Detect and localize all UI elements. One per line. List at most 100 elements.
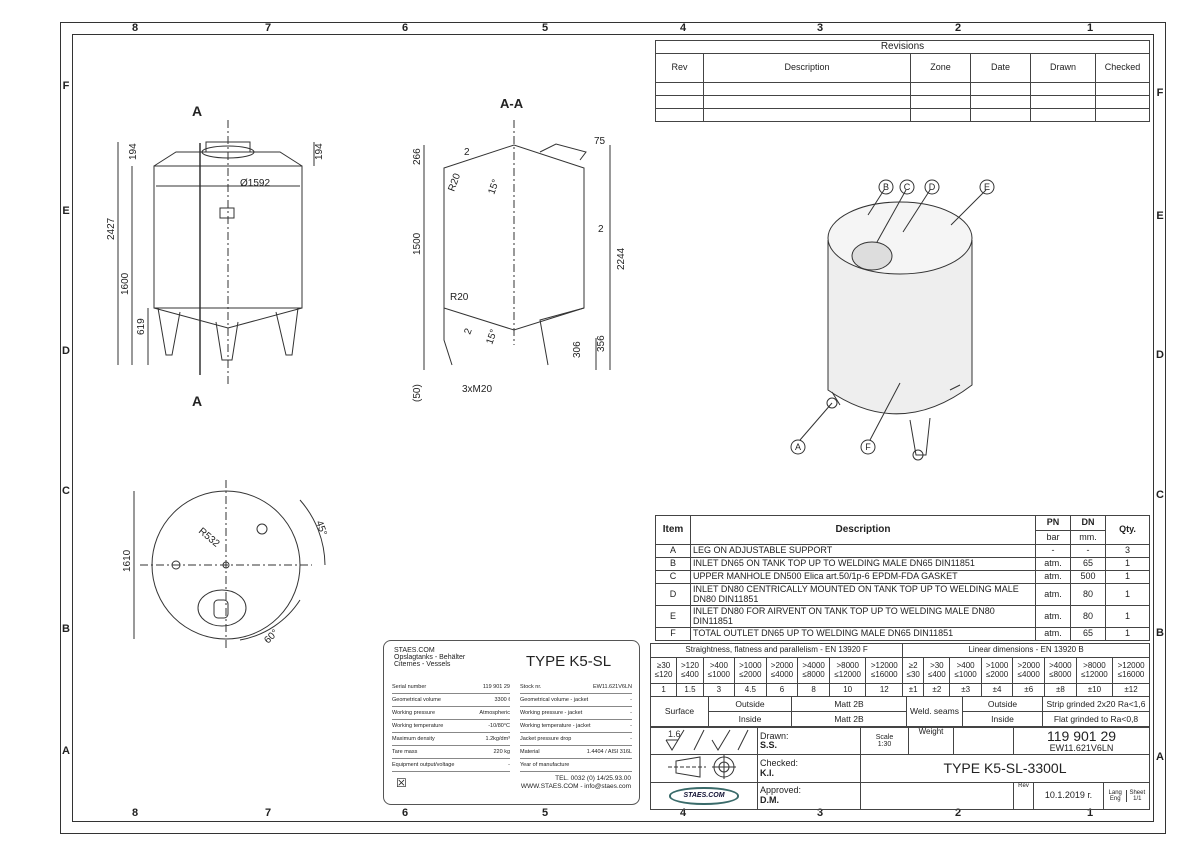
- dim: 45°: [313, 519, 329, 537]
- tolerance-value: ±8: [1044, 683, 1077, 697]
- tolerance-value: ±12: [1112, 683, 1150, 697]
- tolerance-range: >30≤400: [923, 657, 951, 684]
- callout-f: F: [865, 442, 871, 452]
- revisions-table: Revisions Rev Description Zone Date Draw…: [655, 40, 1150, 122]
- zone-row: B: [62, 623, 70, 635]
- tolerance-value: ±4: [980, 683, 1014, 697]
- top-view: [133, 480, 326, 650]
- tolerance-range: ≥2≤30: [902, 657, 925, 684]
- zone-col: 2: [954, 807, 962, 819]
- dim: 2: [462, 327, 474, 336]
- nameplate-field: Stock nr.EW11.621V6LN: [520, 681, 632, 694]
- dim: 266: [412, 148, 423, 165]
- dim: R532: [196, 526, 222, 550]
- nameplate-field: Geometrical volume - jacket-: [520, 694, 632, 707]
- dim: 194: [314, 143, 325, 160]
- nameplate-field: Working pressure - jacket-: [520, 707, 632, 720]
- dim: 15°: [484, 328, 500, 346]
- zone-row: E: [62, 205, 70, 217]
- nameplate-field: Year of manufacture: [520, 759, 632, 772]
- nameplate-field: Equipment output/voltage-: [392, 759, 510, 772]
- zone-col: 4: [679, 807, 687, 819]
- nameplate-type: TYPE K5-SL: [526, 653, 612, 670]
- callout-d: D: [929, 182, 936, 192]
- ce-icon: ☒: [396, 776, 407, 790]
- zone-col: 4: [679, 22, 687, 34]
- nameplate-field: Working temperature - jacket-: [520, 720, 632, 733]
- nameplate-field: Working temperature-10/80°C: [392, 720, 510, 733]
- dn-unit: mm.: [1070, 530, 1106, 545]
- drawing-frame: [60, 22, 1166, 834]
- dim: 194: [128, 143, 139, 160]
- nameplate-field: Jacket pressure drop-: [520, 733, 632, 746]
- zone-row: F: [62, 80, 70, 92]
- dim: 15°: [486, 178, 502, 196]
- tolerance-value: 3: [702, 683, 736, 697]
- callout-c: C: [904, 182, 911, 192]
- dim: 1610: [122, 549, 133, 572]
- section-mark-bottom: A: [192, 393, 202, 409]
- zone-row: D: [62, 345, 70, 357]
- dim: 1600: [120, 272, 131, 295]
- callout-e: E: [984, 182, 990, 192]
- callout-b: B: [883, 182, 889, 192]
- pn-header: PN: [1035, 515, 1071, 531]
- dim: 356: [596, 335, 607, 352]
- dim: 60°: [262, 628, 280, 646]
- zone-col: 5: [541, 807, 549, 819]
- pn-unit: bar: [1035, 530, 1071, 545]
- zone-col: 5: [541, 22, 549, 34]
- tolerance-value: 6: [765, 683, 799, 697]
- tolerance-range: >2000≤4000: [765, 657, 799, 684]
- item-header: Item: [655, 515, 691, 545]
- zone-row: C: [1156, 489, 1164, 501]
- tolerance-value: 1.5: [676, 683, 704, 697]
- tolerance-value: 4.5: [734, 683, 767, 697]
- callout-a: A: [795, 442, 801, 452]
- section-view: [423, 120, 611, 370]
- dim: 75: [594, 136, 606, 147]
- zone-row: C: [62, 485, 70, 497]
- zone-row: E: [1156, 210, 1164, 222]
- dim-diameter: Ø1592: [240, 178, 270, 189]
- tolerance-range: >400≤1000: [949, 657, 982, 684]
- straightness-title: Straightness, flatness and parallelism -…: [649, 643, 904, 658]
- svg-text:1.6: 1.6: [668, 729, 681, 739]
- tolerance-range: >1000≤2000: [734, 657, 767, 684]
- tolerance-table: Straightness, flatness and parallelism -…: [649, 643, 1150, 697]
- dim: 306: [572, 341, 583, 358]
- tolerance-value: 10: [828, 683, 867, 697]
- roughness-symbols: 1.6: [650, 726, 758, 756]
- tolerance-range: >4000≤8000: [797, 657, 830, 684]
- isometric-view: [790, 179, 995, 461]
- zone-row: A: [1156, 751, 1164, 763]
- tolerance-value: 8: [797, 683, 830, 697]
- section-title: A-A: [500, 96, 524, 111]
- dim: 2244: [616, 247, 627, 270]
- zone-header: Zone: [910, 53, 971, 83]
- tolerance-range: >8000≤12000: [828, 657, 867, 684]
- dim: R20: [446, 172, 463, 193]
- zone-col: 7: [264, 22, 272, 34]
- zone-col: 8: [131, 807, 139, 819]
- date: 10.1.2019 г.: [1033, 781, 1104, 810]
- description-header: Description: [690, 515, 1036, 545]
- dn-header: DN: [1070, 515, 1106, 531]
- drawing-title: TYPE K5-SL-3300L: [860, 754, 1150, 783]
- zone-col: 2: [954, 22, 962, 34]
- dim: (50): [412, 384, 423, 402]
- drawing-border: [72, 34, 1154, 822]
